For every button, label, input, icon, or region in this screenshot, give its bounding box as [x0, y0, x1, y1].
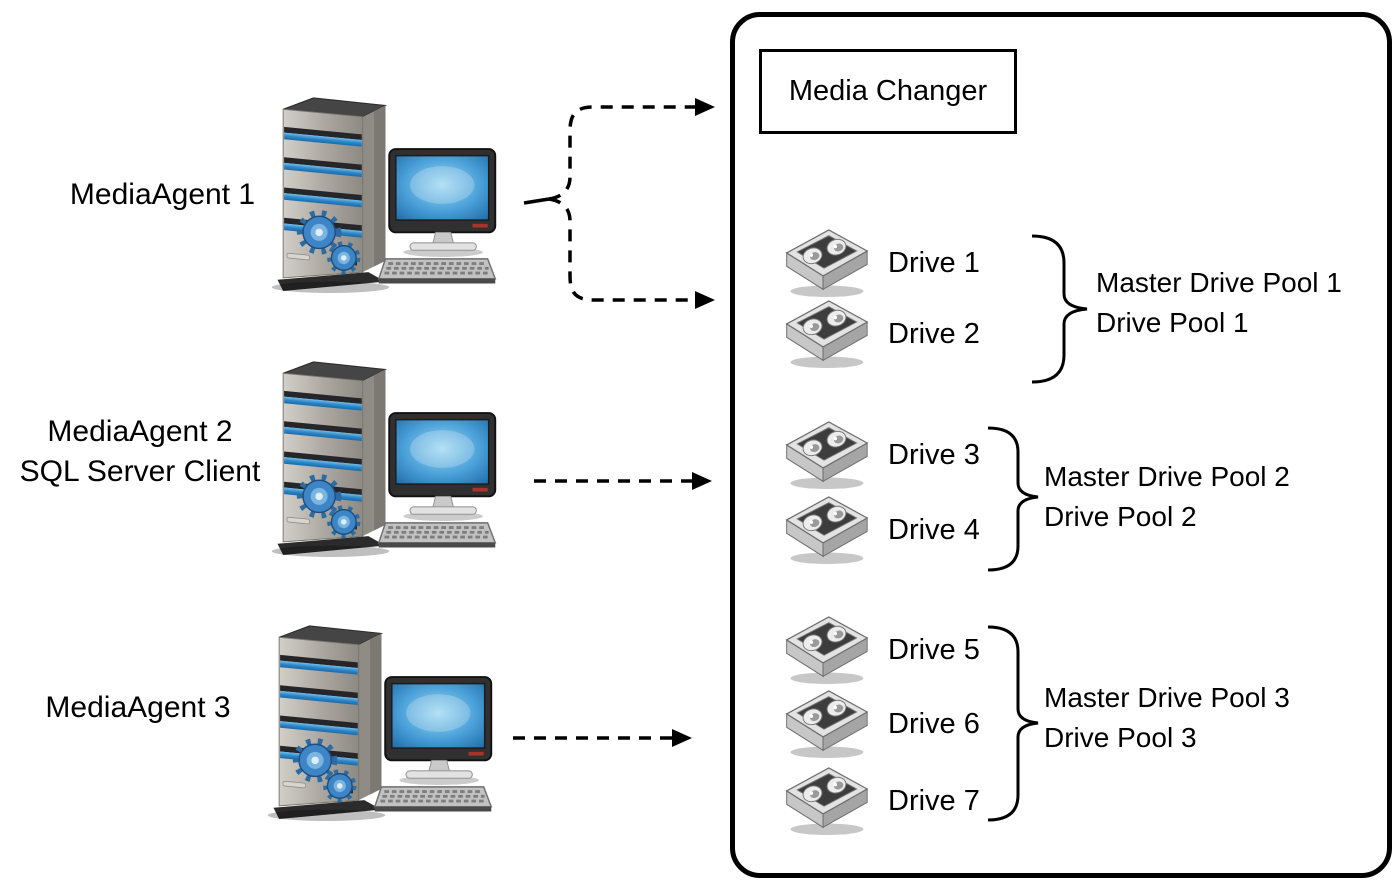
arrowhead-icon [672, 729, 692, 747]
arrowhead-icon [692, 472, 712, 490]
drive-6-label: Drive 6 [888, 708, 980, 740]
media-agent-2-label: MediaAgent 2 SQL Server Client [0, 412, 280, 492]
tape-drive-icon [779, 226, 871, 299]
pool-2-line1: Master Drive Pool 2 [1044, 461, 1290, 492]
server-computer-icon [268, 356, 500, 560]
media-agent-2-line1: MediaAgent 2 [47, 415, 233, 448]
drive-2-label: Drive 2 [888, 318, 980, 350]
ma1-to-pool1-arrow [548, 197, 697, 302]
pool-1-line2: Drive Pool 1 [1096, 307, 1249, 338]
tape-drive-icon [779, 764, 871, 837]
arrowhead-icon [695, 291, 715, 309]
tape-drive-icon [779, 493, 871, 566]
tape-drive-icon [779, 418, 871, 491]
pool-3-line2: Drive Pool 3 [1044, 722, 1197, 753]
pool-2-line2: Drive Pool 2 [1044, 501, 1197, 532]
pool-3-label: Master Drive Pool 3 Drive Pool 3 [1044, 678, 1290, 758]
drive-4-label: Drive 4 [888, 514, 980, 546]
arrowhead-icon [695, 98, 715, 116]
drive-3-label: Drive 3 [888, 439, 980, 471]
tape-drive-icon [779, 687, 871, 760]
drive-7-label: Drive 7 [888, 785, 980, 817]
media-changer-box: Media Changer [759, 49, 1017, 134]
ma2-to-pool2-arrow [534, 472, 712, 490]
pool-3-line1: Master Drive Pool 3 [1044, 682, 1290, 713]
pool-1-label: Master Drive Pool 1 Drive Pool 1 [1096, 263, 1342, 343]
server-computer-icon [264, 620, 496, 824]
ma1-branch-connector [523, 98, 715, 309]
ma3-to-pool3-arrow [513, 729, 692, 747]
tape-drive-icon [779, 613, 871, 686]
media-agent-1-label: MediaAgent 1 [69, 178, 256, 211]
server-computer-icon [268, 92, 500, 296]
ma1-to-media-changer-arrow [548, 105, 697, 201]
drive-1-label: Drive 1 [888, 247, 980, 279]
tape-drive-icon [779, 297, 871, 370]
media-agent-3-label: MediaAgent 3 [45, 691, 231, 724]
tape-library-box [730, 12, 1392, 878]
pool-1-line1: Master Drive Pool 1 [1096, 267, 1342, 298]
drive-5-label: Drive 5 [888, 634, 980, 666]
media-changer-label: Media Changer [788, 75, 988, 107]
pool-2-label: Master Drive Pool 2 Drive Pool 2 [1044, 457, 1290, 537]
media-agent-2-line2: SQL Server Client [19, 455, 261, 488]
